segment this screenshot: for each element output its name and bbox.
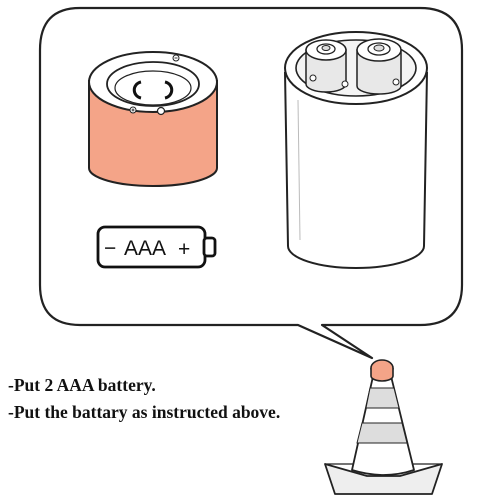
battery-left — [305, 39, 347, 93]
cylinder-housing-icon — [284, 31, 428, 269]
battery-symbol-icon: − AAA + — [96, 225, 217, 269]
battery-minus-sign: − — [104, 237, 116, 260]
battery-right — [356, 38, 402, 95]
instruction-line-1: -Put 2 AAA battery. — [8, 375, 156, 395]
instructions-list: -Put 2 AAA battery. -Put the battary as … — [8, 372, 280, 426]
battery-plus-sign: + — [178, 238, 190, 261]
instruction-line-2: -Put the battary as instructed above. — [8, 402, 281, 422]
traffic-cone-icon — [324, 359, 443, 495]
lamp-base-icon — [88, 51, 218, 187]
battery-type-label: AAA — [124, 237, 166, 260]
